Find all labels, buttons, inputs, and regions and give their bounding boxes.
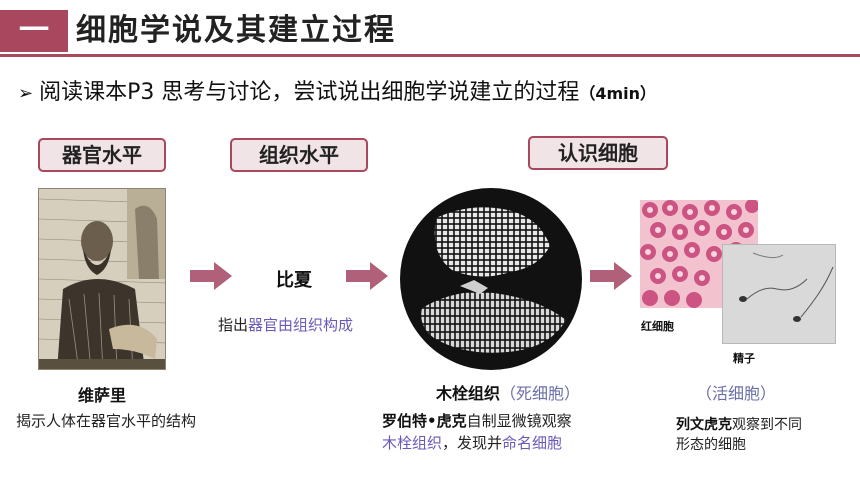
right-arrow-icon xyxy=(590,262,632,290)
hooke-desc-highlight-cork: 木栓组织 xyxy=(382,434,443,452)
dead-cell-note: （死细胞） xyxy=(500,384,581,403)
leeuwenhoek-name: 列文虎克 xyxy=(676,417,732,433)
time-limit: （4min） xyxy=(579,84,657,103)
living-cell-note: （活细胞） xyxy=(696,384,777,403)
leeuwenhoek-description-line1: 列文虎克观察到不同 xyxy=(676,414,802,434)
bichat-desc-prefix: 指出 xyxy=(218,316,249,334)
label-sperm: 精子 xyxy=(733,352,755,365)
bichat-description: 指出器官由组织构成 xyxy=(218,314,353,335)
bichat-name: 比夏 xyxy=(276,270,312,291)
hooke-description-line2: 木栓组织，发现并命名细胞 xyxy=(382,432,562,453)
leeuwenhoek-desc-mid: 观察到不同 xyxy=(732,417,802,433)
hooke-desc-mid2: ，发现并 xyxy=(442,434,503,452)
vesalius-name: 维萨里 xyxy=(78,386,127,405)
right-arrow-icon xyxy=(190,262,232,290)
right-arrow-icon xyxy=(346,262,388,290)
label-red-blood-cell: 红细胞 xyxy=(641,320,674,333)
cork-cells-figure xyxy=(421,207,566,353)
section-number: 一 xyxy=(0,10,68,52)
tag-tissue-level: 组织水平 xyxy=(230,138,368,172)
cork-tissue-label: 木栓组织 xyxy=(436,384,501,403)
task-instruction: ➢阅读课本P3 思考与讨论，尝试说出细胞学说建立的过程（4min） xyxy=(18,74,656,106)
vesalius-portrait xyxy=(38,188,166,370)
bichat-desc-highlight: 器官由组织构成 xyxy=(248,316,354,334)
hooke-desc-highlight-name: 命名细胞 xyxy=(502,434,563,452)
leeuwenhoek-description-line2: 形态的细胞 xyxy=(676,437,746,453)
engraving-figure xyxy=(39,189,165,369)
sperm-cells-image xyxy=(722,244,836,344)
hooke-name: 罗伯特•虎克 xyxy=(382,412,467,430)
cork-tissue-drawing xyxy=(400,188,582,370)
hooke-desc-mid: 自制显微镜观察 xyxy=(466,412,572,430)
sperm-figure xyxy=(723,245,835,343)
bullet-arrow-icon: ➢ xyxy=(18,83,34,104)
section-header: 一 细胞学说及其建立过程 xyxy=(0,10,860,57)
header-divider xyxy=(0,54,860,57)
tag-cell-recognition: 认识细胞 xyxy=(528,136,668,170)
hooke-description-line1: 罗伯特•虎克自制显微镜观察 xyxy=(382,410,572,431)
instruction-text: 阅读课本P3 思考与讨论，尝试说出细胞学说建立的过程 xyxy=(39,80,580,105)
vesalius-description: 揭示人体在器官水平的结构 xyxy=(16,412,197,430)
tag-organ-level: 器官水平 xyxy=(38,138,166,172)
hooke-caption: 木栓组织（死细胞） xyxy=(436,380,580,404)
section-title: 细胞学说及其建立过程 xyxy=(76,13,396,48)
